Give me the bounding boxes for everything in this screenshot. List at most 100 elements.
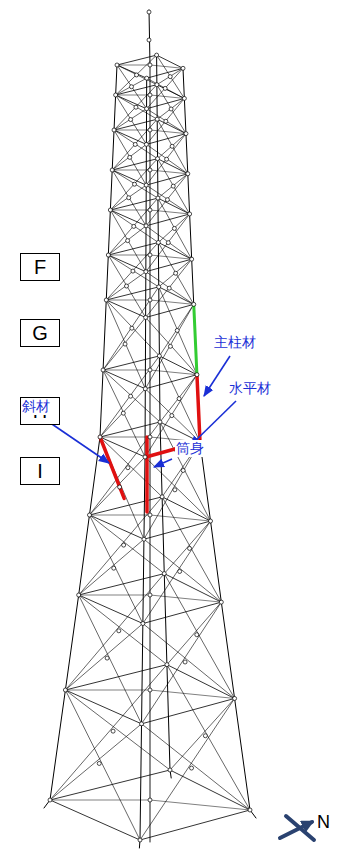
joint-dot: [195, 373, 199, 377]
joint-dot: [142, 537, 146, 541]
diagonal-member: [145, 389, 200, 442]
joint-dot: [148, 128, 152, 132]
joint-dot: [186, 172, 190, 176]
joint-dot: [148, 688, 152, 692]
joint-dot: [171, 184, 175, 188]
leg-member: [235, 698, 250, 810]
tie-member: [79, 595, 150, 596]
joint-dot: [157, 285, 161, 289]
diagonal-member: [114, 130, 158, 159]
joint-dot: [190, 257, 194, 261]
joint-dot: [117, 629, 121, 633]
joint-dot: [175, 328, 179, 332]
joint-dot: [144, 315, 148, 319]
diagonal-member: [158, 134, 186, 159]
horizontal-member: [89, 515, 143, 539]
member-label: 筒身: [175, 440, 205, 457]
tie-member: [114, 130, 150, 131]
diagonal-member: [158, 174, 188, 198]
tie-member: [112, 170, 150, 171]
joint-dot: [209, 519, 213, 523]
joint-dot: [140, 722, 144, 726]
joint-dot: [48, 798, 52, 802]
diagonal-member: [103, 370, 145, 457]
joint-dot: [148, 368, 152, 372]
segment-box: G: [20, 319, 60, 347]
joint-dot: [168, 768, 172, 772]
joint-dot: [183, 660, 187, 664]
joint-dot: [184, 132, 188, 136]
joint-dot: [167, 286, 171, 290]
joint-dot: [127, 196, 131, 200]
diagonal-member: [114, 130, 146, 185]
joint-dot: [138, 838, 142, 842]
horizontal-member: [170, 770, 250, 810]
diagonal-member: [114, 109, 147, 130]
diagonal-member: [108, 255, 158, 287]
joint-dot: [148, 253, 152, 257]
diagonal-member: [162, 497, 221, 602]
horizontal-member: [112, 170, 146, 185]
tie-member: [150, 595, 221, 602]
diagonal-member: [146, 214, 190, 272]
joint-dot: [105, 656, 109, 660]
joint-dot: [155, 117, 159, 121]
tie-member: [150, 370, 197, 375]
leg-member: [186, 134, 188, 174]
segment-letter: I: [37, 461, 43, 481]
joint-dot: [133, 142, 137, 146]
joint-dot: [155, 53, 159, 57]
joint-dot: [147, 38, 151, 42]
horizontal-member: [159, 287, 194, 304]
diagonal-member: [116, 78, 147, 95]
joint-dot: [141, 622, 145, 626]
leg-member: [157, 198, 158, 242]
joint-dot: [165, 198, 169, 202]
leg-member: [160, 422, 162, 497]
joint-dot: [203, 734, 207, 738]
joint-dot: [126, 466, 130, 470]
tie-member: [89, 515, 150, 516]
green-main-column: [194, 304, 197, 374]
diagonal-member: [89, 515, 164, 574]
joint-dot: [188, 546, 192, 550]
leg-member: [116, 65, 117, 95]
tie-member: [150, 300, 194, 304]
joint-dot: [195, 633, 199, 637]
joint-dot: [181, 66, 185, 70]
red-main-column: [197, 375, 200, 442]
horizontal-member: [89, 497, 162, 515]
diagonal-member: [145, 304, 193, 388]
diagonal-member: [89, 422, 160, 515]
joint-dot: [111, 729, 115, 733]
joint-dot: [106, 253, 110, 257]
diagonal-member: [157, 68, 183, 84]
horizontal-member: [160, 422, 200, 442]
joint-dot: [155, 83, 159, 87]
joint-dot: [148, 168, 152, 172]
leg-member: [140, 724, 142, 840]
leg-member: [159, 356, 161, 422]
member-label: 斜材: [21, 398, 51, 415]
diagonal-member: [106, 242, 158, 300]
horizontal-member: [164, 574, 221, 603]
leg-member: [146, 144, 147, 185]
diagonal-member: [117, 65, 157, 85]
diagonal-member: [103, 287, 159, 370]
joint-dot: [148, 513, 152, 517]
tie-member: [106, 300, 150, 301]
leg-member: [108, 210, 110, 255]
joint-dot: [148, 93, 152, 97]
joint-dot: [148, 63, 152, 67]
leg-member: [156, 85, 157, 120]
tie-member: [150, 170, 188, 174]
diagonal-member: [50, 665, 167, 800]
shaft-line: [150, 65, 151, 842]
diagonal-member: [106, 300, 159, 356]
joint-dot: [148, 208, 152, 212]
joint-dot: [115, 63, 119, 67]
joint-dot: [148, 435, 152, 439]
joint-dot: [192, 302, 196, 306]
joint-dot: [174, 271, 178, 275]
